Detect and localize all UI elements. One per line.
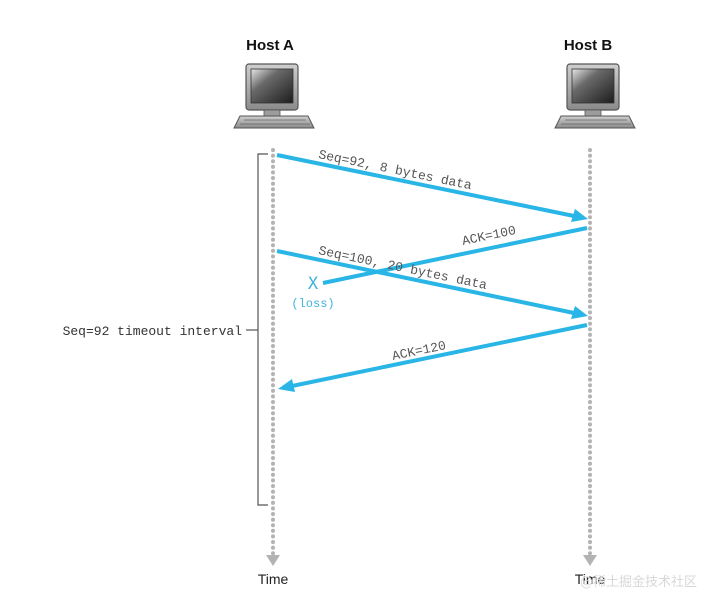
ack120-arrowhead — [278, 379, 295, 392]
loss-marker: X — [308, 274, 319, 294]
host-b-computer-icon — [554, 63, 636, 129]
seq100-label: Seq=100, 20 bytes data — [317, 243, 488, 293]
host-a-computer-icon — [233, 63, 315, 129]
host-a-time-label: Time — [258, 571, 289, 587]
host-a-timeline-arrowhead — [266, 555, 280, 566]
host-b-label: Host B — [564, 37, 613, 54]
loss-label: (loss) — [291, 297, 334, 311]
seq92-label: Seq=92, 8 bytes data — [317, 147, 473, 193]
seq100-arrow-line — [276, 249, 575, 315]
ack120-arrow-line — [291, 323, 588, 388]
ack100-arrow-line — [322, 226, 588, 285]
seq92-arrowhead — [571, 209, 588, 222]
host-a-label: Host A — [246, 37, 294, 54]
timeout-interval-label: Seq=92 timeout interval — [63, 324, 243, 339]
seq92-arrow-line — [276, 153, 575, 218]
seq100-arrowhead — [571, 306, 588, 319]
host-b-timeline-arrowhead — [583, 555, 597, 566]
host-b-time-label: Time — [575, 571, 606, 587]
timeout-bracket — [257, 153, 268, 506]
watermark: @稀土掘金技术社区 — [580, 574, 697, 590]
